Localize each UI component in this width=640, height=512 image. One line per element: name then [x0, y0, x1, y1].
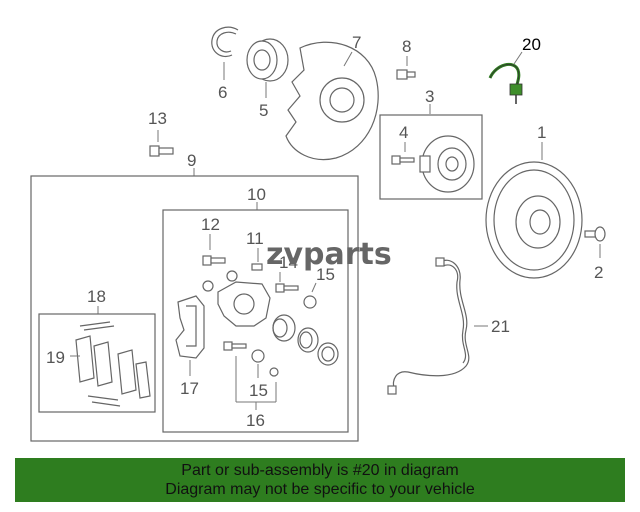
zvparts-watermark: zvparts: [266, 237, 392, 272]
part-16-bolt-kit: [223, 341, 277, 410]
part-14-bolt: [275, 272, 299, 293]
info-banner: Part or sub-assembly is #20 in diagram D…: [15, 458, 625, 502]
part-1-brake-disc: [485, 142, 583, 279]
callout-19: 19: [46, 348, 65, 367]
svg-text:zvparts: zvparts: [266, 237, 392, 272]
callout-2: 2: [594, 263, 603, 282]
part-10-caliper-box: [162, 202, 349, 433]
caliper-body: [202, 270, 271, 327]
part-13-bolt: [149, 130, 174, 157]
callout-4: 4: [399, 123, 408, 142]
callout-10: 10: [247, 185, 266, 204]
callout-3: 3: [425, 87, 434, 106]
callout-6: 6: [218, 83, 227, 102]
part-11-bleeder: [251, 248, 263, 271]
part-7-dust-shield: [285, 41, 379, 161]
part-3-hub-box: [379, 104, 483, 200]
part-4-hub-bolt: [391, 142, 415, 165]
callout-15-upper: 15: [316, 265, 335, 284]
callout-17: 17: [180, 379, 199, 398]
callout-16: 16: [246, 411, 265, 430]
caliper-piston-seals: [272, 314, 339, 366]
part-20-wheel-speed-sensor: [488, 51, 523, 104]
callout-5: 5: [259, 101, 268, 120]
part-18-pad-kit-box: [38, 306, 156, 413]
callout-7: 7: [352, 33, 361, 52]
callout-21: 21: [491, 317, 510, 336]
callout-18: 18: [87, 287, 106, 306]
callout-12: 12: [201, 215, 220, 234]
callout-9: 9: [187, 151, 196, 170]
part-17-caliper-bracket: [175, 295, 205, 376]
callout-11: 11: [246, 229, 264, 248]
part-15-boot-lower: [251, 349, 279, 378]
callout-20: 20: [522, 35, 541, 54]
callout-8: 8: [402, 37, 411, 56]
part-2-disc-screw: [584, 226, 606, 258]
part-8-bolt: [396, 56, 416, 80]
callout-14: 14: [279, 253, 298, 272]
part-3-hub: [419, 135, 475, 193]
banner-line-2: Diagram may not be specific to your vehi…: [165, 481, 475, 498]
part-9-caliper-assembly-box: [30, 168, 359, 442]
part-21-hose: [387, 257, 488, 395]
part-6-snap-ring: [211, 26, 239, 80]
callout-1: 1: [537, 123, 546, 142]
part-19-brake-pads: [70, 321, 151, 407]
callout-15-lower: 15: [249, 381, 268, 400]
banner-line-1: Part or sub-assembly is #20 in diagram: [181, 462, 459, 479]
part-5-bearing: [246, 38, 289, 98]
part-12-guide-bolt: [202, 234, 226, 266]
callout-13: 13: [148, 109, 167, 128]
part-15-boot-upper: [303, 282, 317, 309]
